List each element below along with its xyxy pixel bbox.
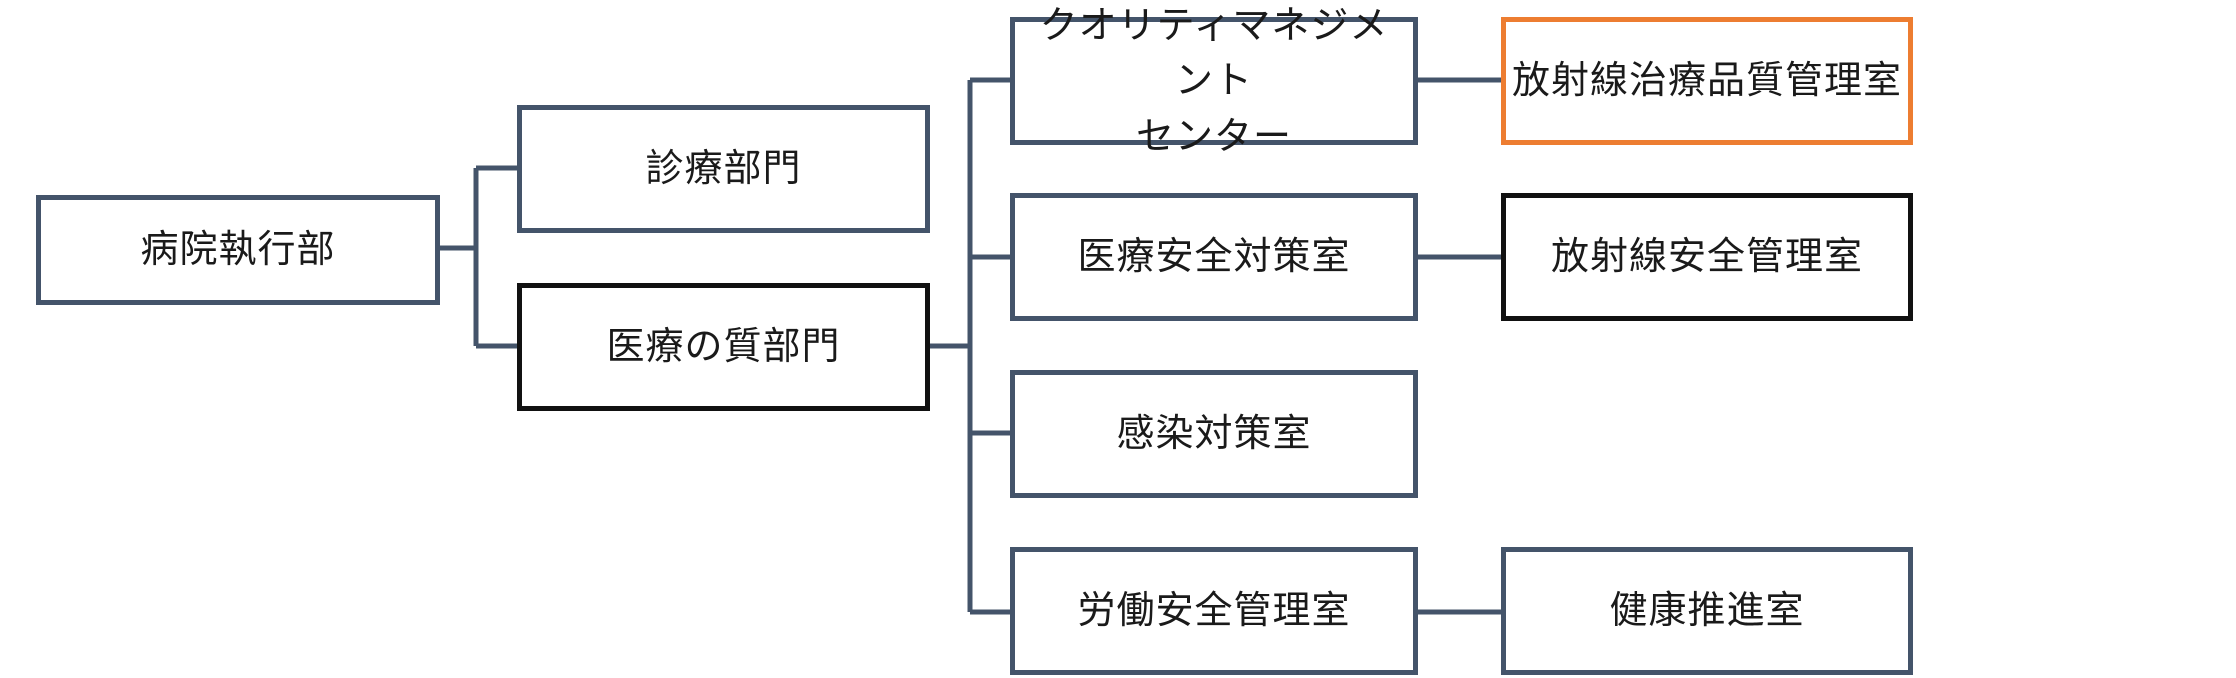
node-labor: 労働安全管理室 [1010, 547, 1418, 675]
node-qmc-label-line2: センター [1135, 113, 1292, 158]
node-safety: 医療安全対策室 [1010, 193, 1418, 321]
node-executive-label: 病院執行部 [140, 227, 336, 272]
node-infection: 感染対策室 [1010, 370, 1418, 498]
node-health-label: 健康推進室 [1609, 588, 1805, 633]
node-rad-safety: 放射線安全管理室 [1501, 193, 1913, 321]
node-rt-quality-label: 放射線治療品質管理室 [1512, 58, 1903, 103]
node-quality: 医療の質部門 [517, 283, 930, 411]
node-clinical: 診療部門 [517, 105, 930, 233]
node-quality-label: 医療の質部門 [606, 324, 841, 369]
node-labor-label: 労働安全管理室 [1077, 588, 1351, 633]
node-rt-quality: 放射線治療品質管理室 [1501, 17, 1913, 145]
node-health: 健康推進室 [1501, 547, 1913, 675]
node-qmc-label-line1: クオリティマネジメント [1039, 3, 1389, 103]
node-infection-label: 感染対策室 [1116, 411, 1312, 456]
node-rad-safety-label: 放射線安全管理室 [1550, 234, 1863, 279]
node-executive: 病院執行部 [36, 195, 440, 305]
node-safety-label: 医療安全対策室 [1077, 234, 1351, 279]
node-qmc: クオリティマネジメント センター [1010, 3, 1418, 158]
node-clinical-label: 診療部門 [645, 146, 802, 191]
